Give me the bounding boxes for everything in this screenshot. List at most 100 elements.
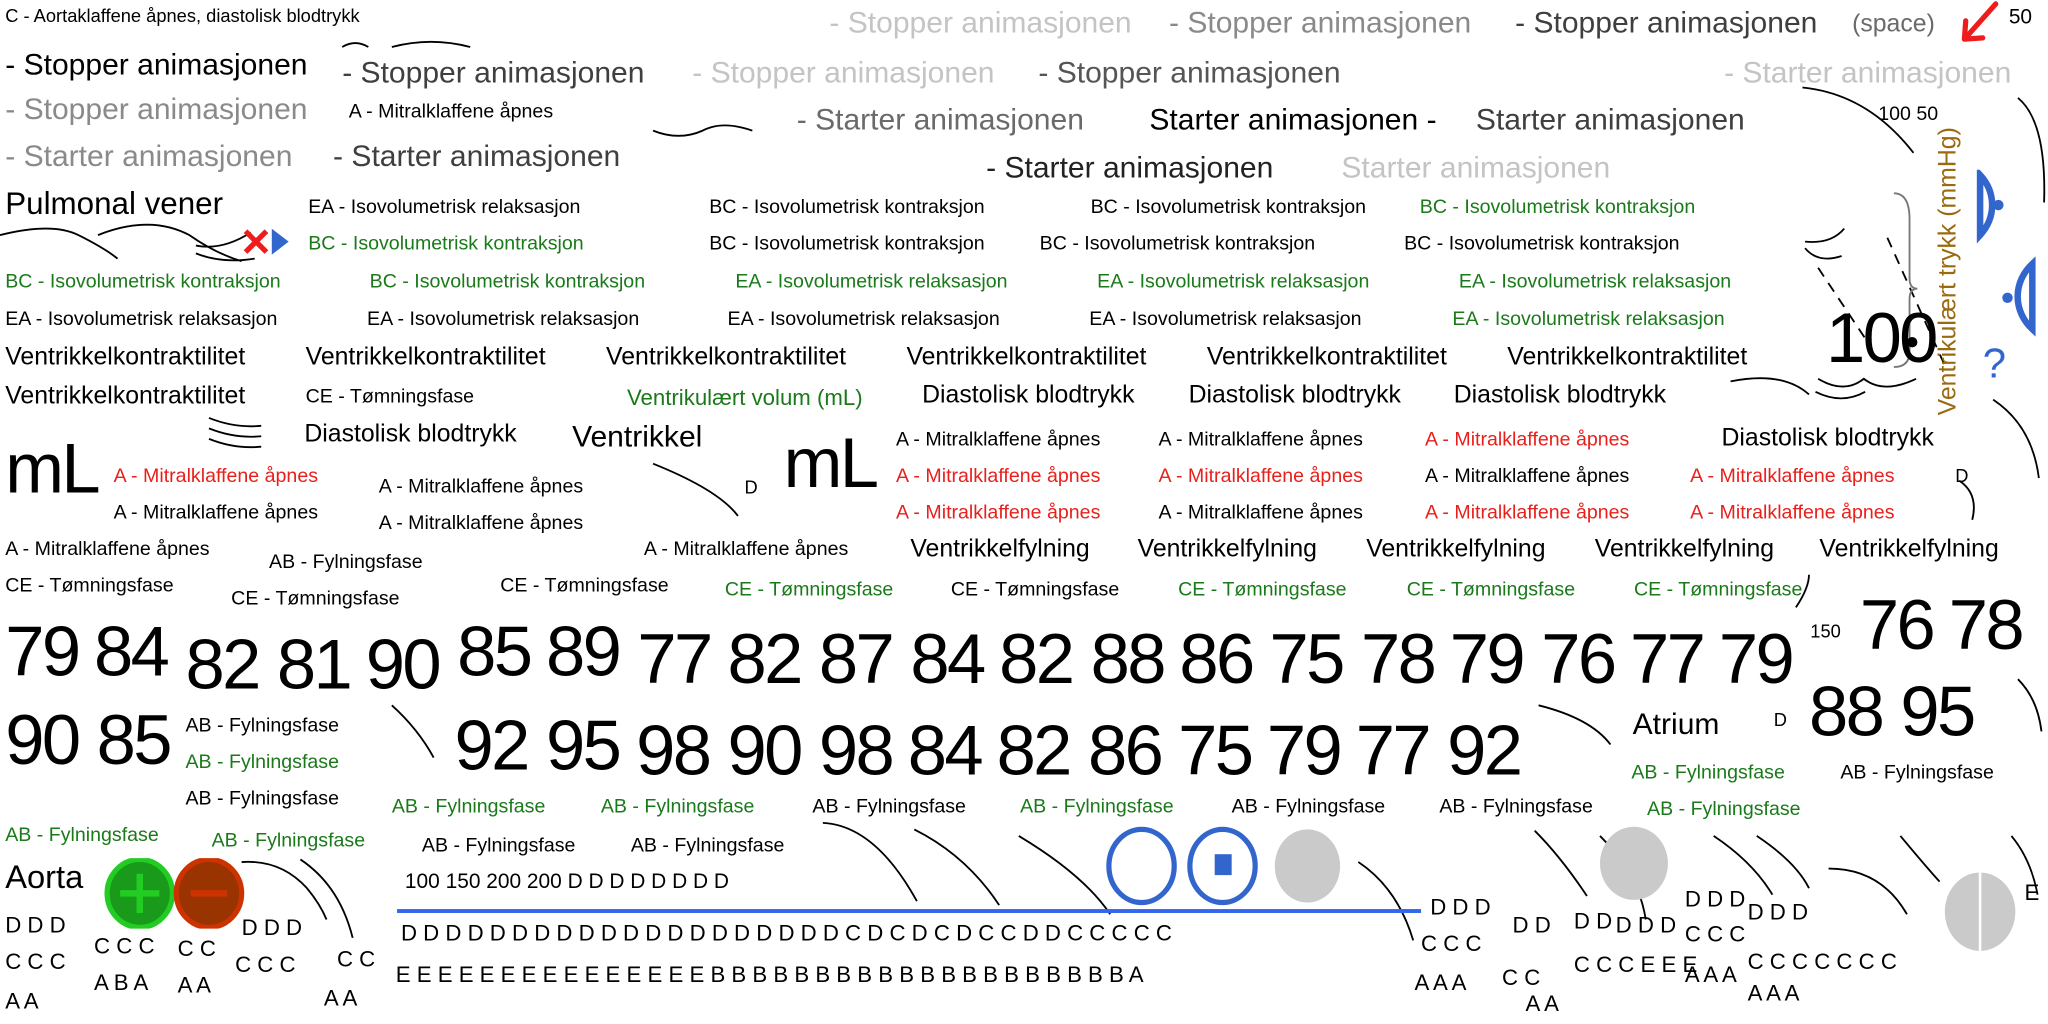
contractility-label: Ventrikkelkontraktilitet — [1507, 343, 1748, 371]
close-icon[interactable] — [240, 226, 271, 257]
curve — [208, 417, 262, 449]
disabled-button — [1599, 826, 1668, 900]
status-text[interactable]: - Starter animasjonen — [986, 150, 1274, 185]
status-text[interactable]: - Starter animasjonen — [5, 138, 293, 173]
value: 90 — [5, 701, 81, 780]
status-text[interactable]: - Starter animasjonen — [333, 138, 621, 173]
value: 84 — [910, 620, 986, 699]
status-text[interactable]: Starter animasjonen — [1475, 101, 1745, 136]
phase-label: EA - Isovolumetrisk relaksasjon — [735, 270, 1008, 293]
zoom-out-button[interactable] — [173, 858, 245, 929]
zoom-buttons — [104, 858, 245, 929]
phase-label: A - Mitralklaffene åpnes — [1424, 464, 1630, 488]
curve — [1804, 227, 1845, 260]
value: 79 — [1266, 711, 1343, 791]
value: 76 — [1859, 586, 1936, 665]
value: 95 — [545, 706, 622, 785]
value: 79 — [1718, 620, 1795, 699]
play-button[interactable] — [1106, 826, 1177, 906]
phase-label: AB - Fylningsfase — [5, 824, 159, 847]
timeline-slider[interactable] — [397, 909, 1422, 913]
filling-label: Ventrikkelfylning — [1366, 535, 1546, 563]
phase-label: A - Mitralklaffene åpnes — [895, 428, 1101, 451]
phase-label: A - Mitralklaffene åpnes — [1690, 464, 1895, 488]
playback-buttons — [1106, 826, 1341, 906]
curve — [822, 821, 1415, 941]
status-text[interactable]: - Starter animasjonen — [796, 101, 1084, 136]
aorta-label: Aorta — [5, 859, 84, 896]
phase-label: EA - Isovolumetrisk relaksasjon — [1458, 270, 1732, 293]
value: 92 — [454, 706, 531, 785]
value: 98 — [636, 711, 712, 791]
value: 86 — [1179, 620, 1255, 699]
pressure-value: 100 — [1825, 299, 1938, 378]
zoom-in-button[interactable] — [104, 858, 176, 929]
phase-label: AB - Fylningsfase — [1020, 795, 1174, 818]
phase-label: AB - Fylningsfase — [812, 795, 966, 818]
sprite-letters: D D D — [1684, 886, 1746, 912]
contractility-label: Ventrikkelkontraktilitet — [5, 343, 246, 371]
sprite-letters: C C — [177, 936, 216, 962]
value: 88 — [1090, 620, 1167, 699]
status-text[interactable]: - Stopper animasjonen — [692, 54, 995, 89]
tick-label: 100 50 — [1878, 103, 1939, 126]
phase-label: AB - Fylningsfase — [421, 834, 576, 857]
pressure-label: Diastolisk blodtrykk — [1188, 381, 1401, 409]
stop-button[interactable] — [1187, 826, 1258, 906]
help-icon[interactable]: ? — [1982, 339, 2006, 387]
phase-label: A - Mitralklaffene åpnes — [1158, 464, 1363, 488]
unit-label: mL — [783, 424, 879, 503]
value: 86 — [1087, 711, 1164, 791]
status-text[interactable]: - Stopper animasjonen — [342, 54, 645, 89]
phase-label: BC - Isovolumetrisk kontraksjon — [308, 232, 584, 255]
sprite-letters: A A — [5, 988, 39, 1014]
phase-label: A - Mitralklaffene åpnes — [5, 538, 210, 561]
phase-label: AB - Fylningsfase — [185, 787, 339, 810]
sprite-letters: A A A — [1414, 970, 1467, 996]
ventricle-label: Ventrikkel — [572, 419, 703, 454]
filling-label: Ventrikkelfylning — [1819, 535, 1999, 563]
sprite-letters: A A A — [1747, 980, 1800, 1006]
phase-label: A - Mitralklaffene åpnes — [1158, 428, 1363, 451]
phase-label: EA - Isovolumetrisk relaksasjon — [1089, 308, 1362, 331]
curve — [1795, 574, 1810, 608]
status-text[interactable]: - Starter animasjonen — [1724, 54, 2012, 89]
phase-label: CE - Tømningsfase — [305, 385, 475, 408]
value: 82 — [996, 711, 1073, 791]
play-triangle-icon[interactable] — [271, 226, 290, 257]
value: 75 — [1178, 711, 1254, 791]
key-hint[interactable]: (space) — [1852, 10, 1935, 38]
curve — [341, 40, 471, 48]
value: 88 — [1808, 672, 1885, 752]
red-arrow-icon — [1961, 1, 1999, 42]
value: 77 — [1355, 711, 1432, 791]
curve — [2017, 97, 2046, 203]
phase-label: EA - Isovolumetrisk relaksasjon — [1097, 270, 1370, 293]
status-text[interactable]: - Stopper animasjonen — [5, 47, 308, 81]
curve — [652, 462, 739, 517]
phase-label: EA - Isovolumetrisk relaksasjon — [1452, 308, 1725, 331]
status-text[interactable]: - Stopper animasjonen — [1515, 5, 1818, 40]
status-text[interactable]: - Stopper animasjonen — [1168, 5, 1472, 40]
phase-label: A - Mitralklaffene åpnes — [1424, 428, 1630, 451]
status-text[interactable]: Starter animasjonen — [1341, 150, 1611, 185]
sprite-letters: A B A — [94, 970, 149, 996]
phase-label: BC - Isovolumetrisk kontraksjon — [1039, 232, 1316, 255]
value: 77 — [1630, 620, 1706, 699]
curve — [1992, 398, 2040, 479]
marker-letter: D — [744, 476, 758, 498]
status-text[interactable]: - Stopper animasjonen — [5, 91, 308, 126]
status-text[interactable]: Starter animasjonen - — [1149, 101, 1437, 136]
sprite-letters: D D D — [1430, 894, 1491, 920]
value: 92 — [1447, 711, 1523, 791]
sprite-letters: D D D — [241, 915, 303, 941]
sprite-letters: C C C E E E — [1573, 952, 1698, 977]
value: 85 — [457, 612, 533, 691]
y-axis-label: Ventrikulært trykk (mmHg) — [1934, 127, 1962, 416]
status-text[interactable]: - Stopper animasjonen — [829, 5, 1132, 40]
status-text[interactable]: - Stopper animasjonen — [1038, 54, 1341, 89]
value: 82 — [999, 620, 1075, 699]
sprite-letters: C C C — [1684, 922, 1746, 947]
